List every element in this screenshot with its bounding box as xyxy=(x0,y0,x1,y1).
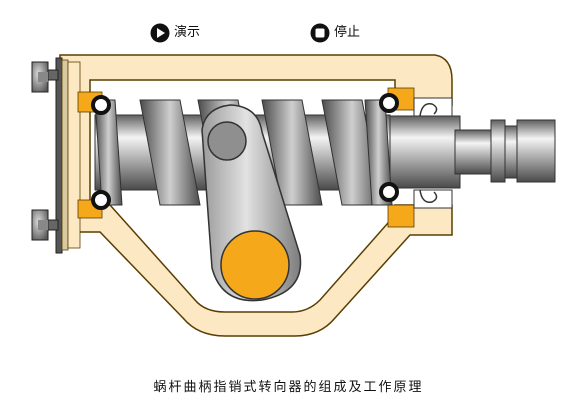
cover-bolt-bottom xyxy=(31,209,59,241)
worm-shaft xyxy=(379,115,556,189)
play-circle-icon xyxy=(150,23,170,43)
figure-caption: 蜗杆曲柄指销式转向器的组成及工作原理 xyxy=(153,380,424,395)
crank-shaft-boss xyxy=(220,230,290,300)
stop-circle-icon xyxy=(310,23,330,43)
stop-label: 停止 xyxy=(334,25,361,40)
gear-housing xyxy=(59,54,453,337)
bearing-balls xyxy=(91,93,399,210)
cover-bolt-top xyxy=(31,61,59,93)
stop-button[interactable]: 停止 xyxy=(310,22,360,44)
play-button[interactable]: 演示 xyxy=(150,22,200,44)
oil-seal xyxy=(413,97,453,209)
crank-pin xyxy=(207,121,247,161)
steering-gear-illustration xyxy=(31,54,556,337)
play-label: 演示 xyxy=(174,25,201,40)
crank-arm xyxy=(201,104,302,302)
end-cover xyxy=(55,57,81,254)
